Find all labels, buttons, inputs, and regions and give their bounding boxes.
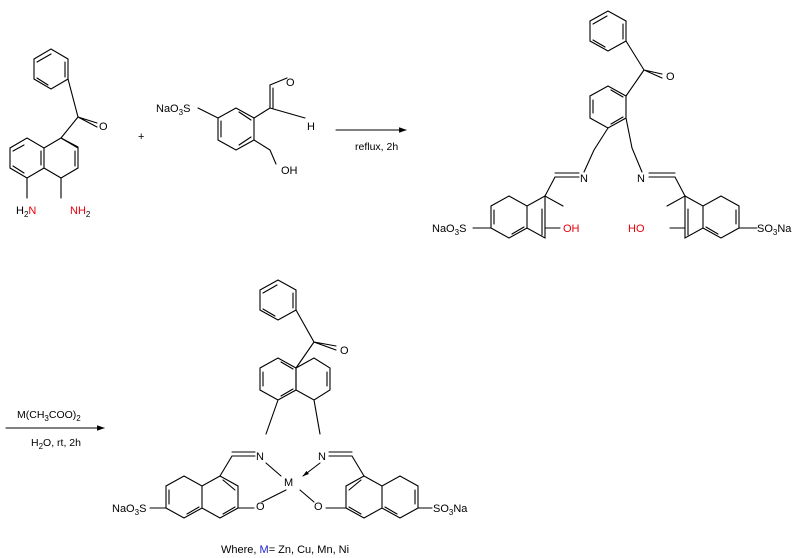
ligand-left-sulfonate: NaO3S [432, 223, 466, 237]
complex-coordination-arrows [265, 462, 321, 476]
ligand-right-phenol-ring [666, 195, 758, 239]
ligand-imine-left [544, 172, 580, 197]
amine-left-label: H2N [16, 205, 36, 219]
hydroxyl-label: OH [281, 165, 298, 177]
arrow1-condition: reflux, 2h [355, 141, 398, 153]
complex-metal-label: M [284, 477, 293, 489]
ligand-central-ring [583, 85, 643, 173]
complex-central-ring [259, 357, 331, 435]
arrow2-reagent: M(CH3COO)2 [17, 409, 81, 423]
ligand-left-hydroxyl: OH [563, 223, 580, 235]
aldehyde-hydrogen-label: H [307, 121, 315, 133]
carbonyl-oxygen-label: O [99, 121, 108, 133]
complex-carbonyl [295, 309, 337, 369]
complex-metal-oxygen-bonds [261, 489, 315, 503]
complex-phenyl-ring [259, 279, 297, 321]
reactant-sulfosalicylaldehyde: NaO3S O H OH [156, 77, 315, 177]
ligand-right-hydroxyl: HO [628, 223, 645, 235]
ligand-right-sulfonate: SO3Na [757, 223, 792, 237]
complex-phenoxide-o-left: O [256, 501, 265, 513]
amine-right-label: NH2 [70, 205, 91, 219]
complex-right-ring [325, 475, 433, 519]
reactant-diaminobenzophenone: O H2N NH2 [9, 48, 108, 219]
ligand-carbonyl [625, 40, 663, 97]
lower-ring-sides [60, 137, 79, 179]
metal-complex: O N N M O O NaO3S SO3Na [112, 279, 468, 519]
ligand-carbonyl-oxygen: O [666, 71, 675, 83]
complex-phenoxide-o-right: O [314, 501, 323, 513]
ligand-imine-n-left: N [580, 173, 588, 185]
complex-imine-n-left: N [256, 451, 264, 463]
complex-right-sulfonate: SO3Na [433, 503, 468, 517]
ligand-phenyl-ring [589, 10, 627, 52]
aldehyde-oxygen-label: O [286, 77, 295, 89]
plus-sign: + [138, 131, 144, 143]
diamino-ring [9, 116, 79, 199]
ligand-left-phenol-ring [472, 195, 564, 239]
carbonyl-bonds [67, 78, 98, 128]
complex-imine-n-right: N [318, 451, 326, 463]
complex-left-ring [149, 475, 255, 519]
sulfonate-label: NaO3S [156, 103, 190, 117]
aldehyde-group [269, 77, 306, 119]
metal-footnote: Where, M= Zn, Cu, Mn, Ni [221, 544, 349, 556]
aldehyde-ring [197, 107, 277, 165]
complex-carbonyl-oxygen: O [340, 345, 349, 357]
schiff-base-ligand: O N N NaO3S OH HO SO3Na [432, 10, 792, 239]
arrow2-condition: H2O, rt, 2h [31, 437, 81, 451]
ligand-imine-right [648, 172, 686, 197]
ligand-imine-n-right: N [637, 173, 645, 185]
complex-left-sulfonate: NaO3S [112, 503, 146, 517]
phenyl-ring [33, 48, 69, 90]
complex-imine-left [219, 451, 256, 477]
complex-imine-right [328, 451, 365, 477]
